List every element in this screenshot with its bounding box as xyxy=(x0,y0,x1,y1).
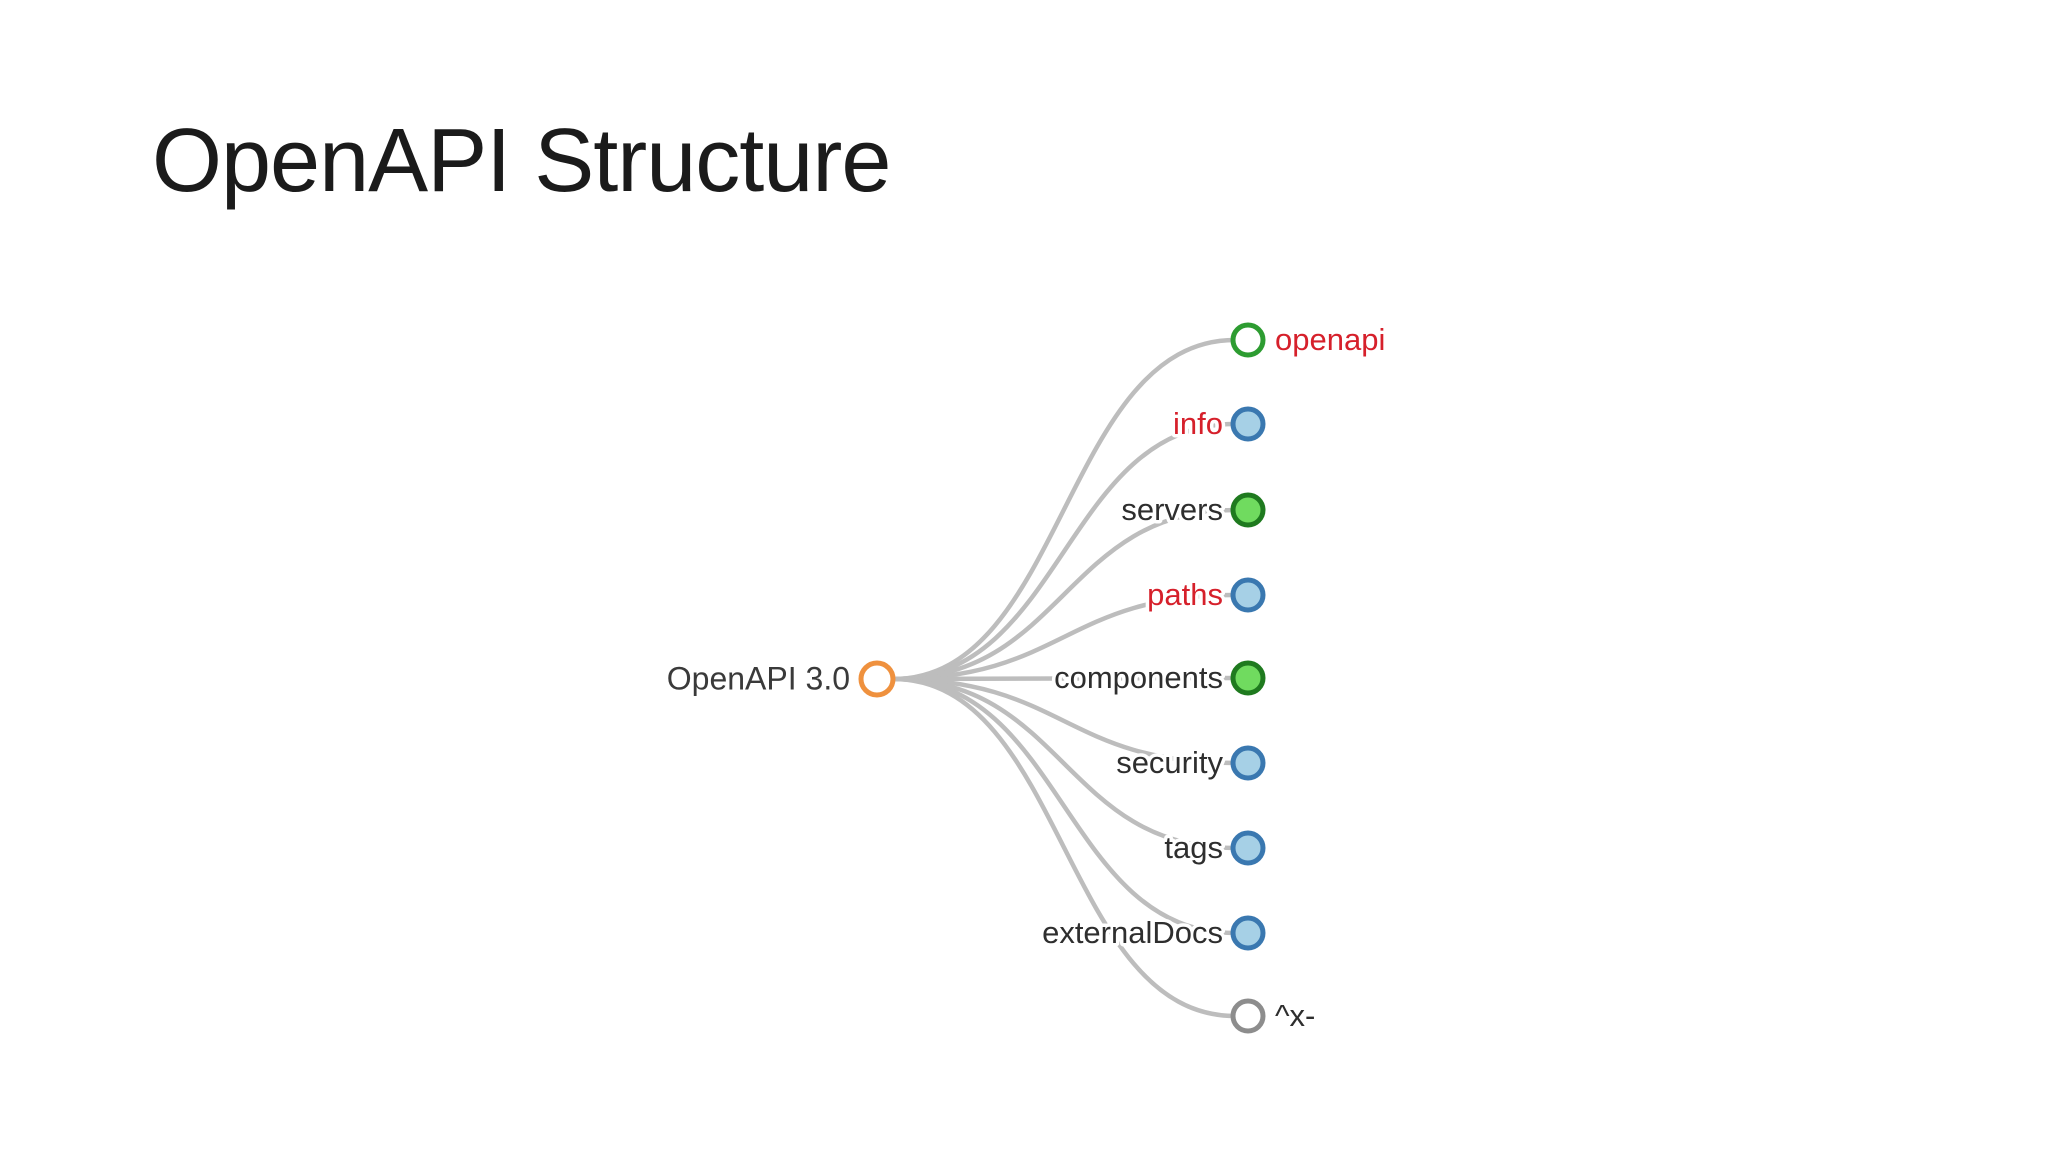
node-label-openapi: openapi xyxy=(1275,322,1385,357)
node-label-tags: tags xyxy=(1164,830,1223,865)
tree-link-security xyxy=(890,676,1238,766)
tree-links xyxy=(890,337,1238,1019)
tree-node-paths: paths xyxy=(1144,574,1266,616)
tree-link-info xyxy=(890,421,1238,682)
node-circle-x[interactable] xyxy=(1230,998,1266,1034)
tree-nodes: OpenAPI 3.0 openapi info servers paths compo… xyxy=(663,319,1389,1037)
tree-node-externaldocs: externalDocs xyxy=(1039,912,1266,954)
node-circle-externaldocs[interactable] xyxy=(1230,915,1266,951)
root-node-circle[interactable] xyxy=(858,660,896,698)
node-circle-tags[interactable] xyxy=(1230,830,1266,866)
root-node-label: OpenAPI 3.0 xyxy=(667,661,850,697)
node-label-paths: paths xyxy=(1147,577,1223,612)
tree-node-x: ^x- xyxy=(1230,995,1319,1037)
node-circle-paths[interactable] xyxy=(1230,577,1266,613)
tree-node-security: security xyxy=(1113,742,1266,784)
tree-link-paths xyxy=(890,592,1238,682)
tree-node-info: info xyxy=(1170,403,1266,445)
page-title: OpenAPI Structure xyxy=(152,111,891,211)
tree-node-openapi: openapi xyxy=(1230,319,1389,361)
tree-link-tags xyxy=(890,676,1238,851)
node-circle-security[interactable] xyxy=(1230,745,1266,781)
node-label-servers: servers xyxy=(1121,492,1223,527)
tree-node-servers: servers xyxy=(1118,489,1266,531)
node-circle-info[interactable] xyxy=(1230,406,1266,442)
node-label-security: security xyxy=(1116,745,1223,780)
node-label-x: ^x- xyxy=(1275,998,1315,1033)
tree-node-tags: tags xyxy=(1161,827,1266,869)
tree-node-components: components xyxy=(1051,657,1266,699)
tree-link-servers xyxy=(890,507,1238,682)
tree-link-x xyxy=(890,676,1238,1019)
tree-link-openapi xyxy=(890,337,1238,682)
node-circle-components[interactable] xyxy=(1230,660,1266,696)
node-circle-servers[interactable] xyxy=(1230,492,1266,528)
node-label-info: info xyxy=(1173,406,1223,441)
node-label-components: components xyxy=(1054,660,1223,695)
tree-link-externaldocs xyxy=(890,676,1238,936)
tree-link-components xyxy=(890,675,1238,682)
node-label-externaldocs: externalDocs xyxy=(1042,915,1223,950)
tree-node-root: OpenAPI 3.0 xyxy=(663,657,896,700)
node-circle-openapi[interactable] xyxy=(1230,322,1266,358)
